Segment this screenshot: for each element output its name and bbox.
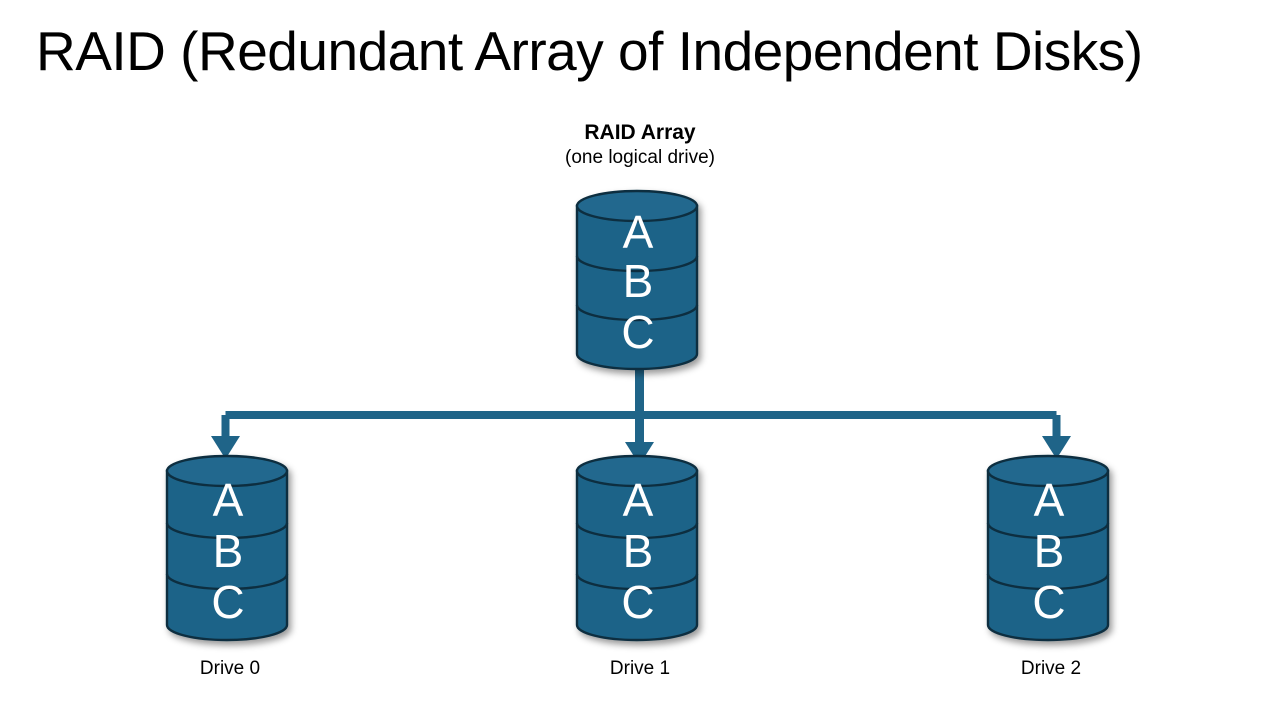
drive-cylinder-0: A B C: [161, 450, 299, 650]
raid-array-caption: RAID Array (one logical drive): [440, 120, 840, 170]
drive0-segment-letter-2: C: [211, 576, 244, 628]
array-segment-letter-1: B: [623, 255, 654, 307]
page-title: RAID (Redundant Array of Independent Dis…: [36, 20, 1143, 82]
drive0-segment-letter-1: B: [213, 525, 244, 577]
drive1-segment-letter-1: B: [623, 525, 654, 577]
drive1-segment-letter-2: C: [621, 576, 654, 628]
drive1-segment-letter-0: A: [623, 474, 654, 526]
raid-array-caption-main: RAID Array: [584, 121, 696, 144]
drive-label-1: Drive 1: [609, 658, 671, 679]
drive-cylinder-1: A B C: [571, 450, 709, 650]
array-segment-letter-0: A: [623, 206, 654, 258]
drive-cylinder-2: A B C: [982, 450, 1120, 650]
raid-array-caption-sub: (one logical drive): [565, 147, 715, 168]
drive0-segment-letter-0: A: [213, 474, 244, 526]
drive2-segment-letter-2: C: [1032, 576, 1065, 628]
drive-label-2: Drive 2: [1020, 658, 1082, 679]
raid-array-cylinder: A B C: [571, 186, 709, 378]
drive2-segment-letter-1: B: [1034, 525, 1065, 577]
drive2-segment-letter-0: A: [1034, 474, 1065, 526]
array-segment-letter-2: C: [621, 306, 654, 358]
drive-label-0: Drive 0: [199, 658, 261, 679]
